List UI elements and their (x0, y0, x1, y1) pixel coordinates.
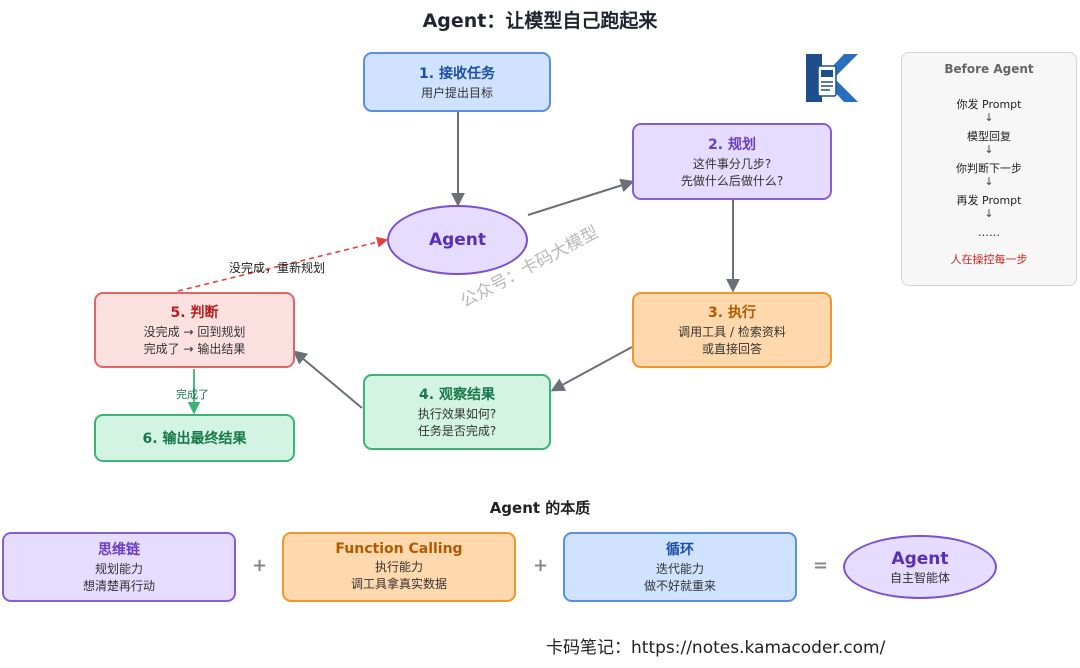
before-step: 模型回复 (967, 130, 1011, 143)
node-title: 3. 执行 (708, 305, 756, 321)
plus-sign: + (252, 555, 268, 576)
node-desc: 这件事分几步? (692, 156, 772, 171)
card-title: 思维链 (98, 542, 140, 558)
node-step2-plan: 2. 规划 这件事分几步? 先做什么后做什么? (632, 123, 832, 200)
down-arrow-icon: ↓ (984, 207, 994, 220)
node-desc: 完成了 → 输出结果 (143, 342, 246, 356)
node-title: 2. 规划 (708, 136, 756, 153)
node-desc: 没完成 → 回到规划 (143, 325, 246, 339)
before-step: …… (978, 226, 1000, 239)
before-agent-footer: 人在操控每一步 (950, 253, 1028, 266)
node-title: 4. 观察结果 (419, 387, 495, 403)
node-step5-judge: 5. 判断 没完成 → 回到规划 完成了 → 输出结果 (94, 292, 295, 368)
down-arrow-icon: ↓ (984, 111, 994, 124)
edge-label-done: 完成了 (176, 388, 209, 401)
node-desc: 先做什么后做什么? (680, 173, 784, 188)
plus-sign: + (533, 555, 549, 576)
card-desc: 想清楚再行动 (82, 579, 155, 593)
node-agent-center: Agent (387, 205, 528, 275)
node-desc: 或直接回答 (701, 342, 762, 356)
diagram-title: Agent：让模型自己跑起来 (422, 10, 658, 32)
node-title: 5. 判断 (170, 305, 219, 321)
node-desc: 任务是否完成? (417, 424, 497, 438)
essence-heading: Agent 的本质 (489, 499, 591, 517)
before-agent-header: Before Agent (944, 62, 1034, 76)
node-desc: 执行效果如何? (417, 407, 497, 421)
down-arrow-icon: ↓ (984, 143, 994, 156)
before-step: 再发 Prompt (956, 194, 1022, 207)
card-desc: 规划能力 (94, 562, 143, 576)
arrow-step4-step5 (292, 350, 363, 409)
node-desc: 调用工具 / 检索资料 (678, 325, 786, 339)
essence-card-chain-of-thought: 思维链 规划能力 想清楚再行动 (2, 532, 236, 602)
card-title: Function Calling (335, 541, 463, 557)
node-step3-execute: 3. 执行 调用工具 / 检索资料 或直接回答 (632, 292, 832, 368)
node-desc: 用户提出目标 (420, 85, 493, 100)
footer-note: 卡码笔记：https://notes.kamacoder.com/ (546, 638, 886, 658)
result-title: Agent (891, 548, 949, 569)
before-step: 你判断下一步 (956, 162, 1022, 175)
equals-sign: = (813, 555, 829, 576)
card-title: 循环 (666, 542, 694, 558)
card-desc: 执行能力 (374, 560, 423, 574)
result-desc: 自主智能体 (889, 570, 950, 585)
kamacoder-logo (804, 52, 860, 104)
arrow-step3-step4 (550, 346, 633, 392)
before-step: 你发 Prompt (956, 98, 1022, 111)
before-agent-panel: Before Agent 你发 Prompt ↓ 模型回复 ↓ 你判断下一步 ↓… (901, 52, 1077, 286)
essence-result-agent: Agent 自主智能体 (843, 535, 997, 599)
node-step1-receive-task: 1. 接收任务 用户提出目标 (363, 52, 551, 112)
node-title: 1. 接收任务 (419, 65, 495, 82)
down-arrow-icon: ↓ (984, 175, 994, 188)
edge-label-retry: 没完成，重新规划 (229, 261, 326, 275)
essence-card-function-calling: Function Calling 执行能力 调工具拿真实数据 (282, 532, 516, 602)
node-step4-observe: 4. 观察结果 执行效果如何? 任务是否完成? (363, 374, 551, 450)
arrow-agent-step2 (527, 178, 635, 216)
node-title: 6. 输出最终结果 (142, 431, 247, 447)
node-step6-output: 6. 输出最终结果 (94, 414, 295, 462)
card-desc: 调工具拿真实数据 (350, 577, 447, 591)
card-desc: 做不好就重来 (643, 579, 716, 593)
essence-card-loop: 循环 迭代能力 做不好就重来 (563, 532, 797, 602)
card-desc: 迭代能力 (655, 562, 704, 576)
